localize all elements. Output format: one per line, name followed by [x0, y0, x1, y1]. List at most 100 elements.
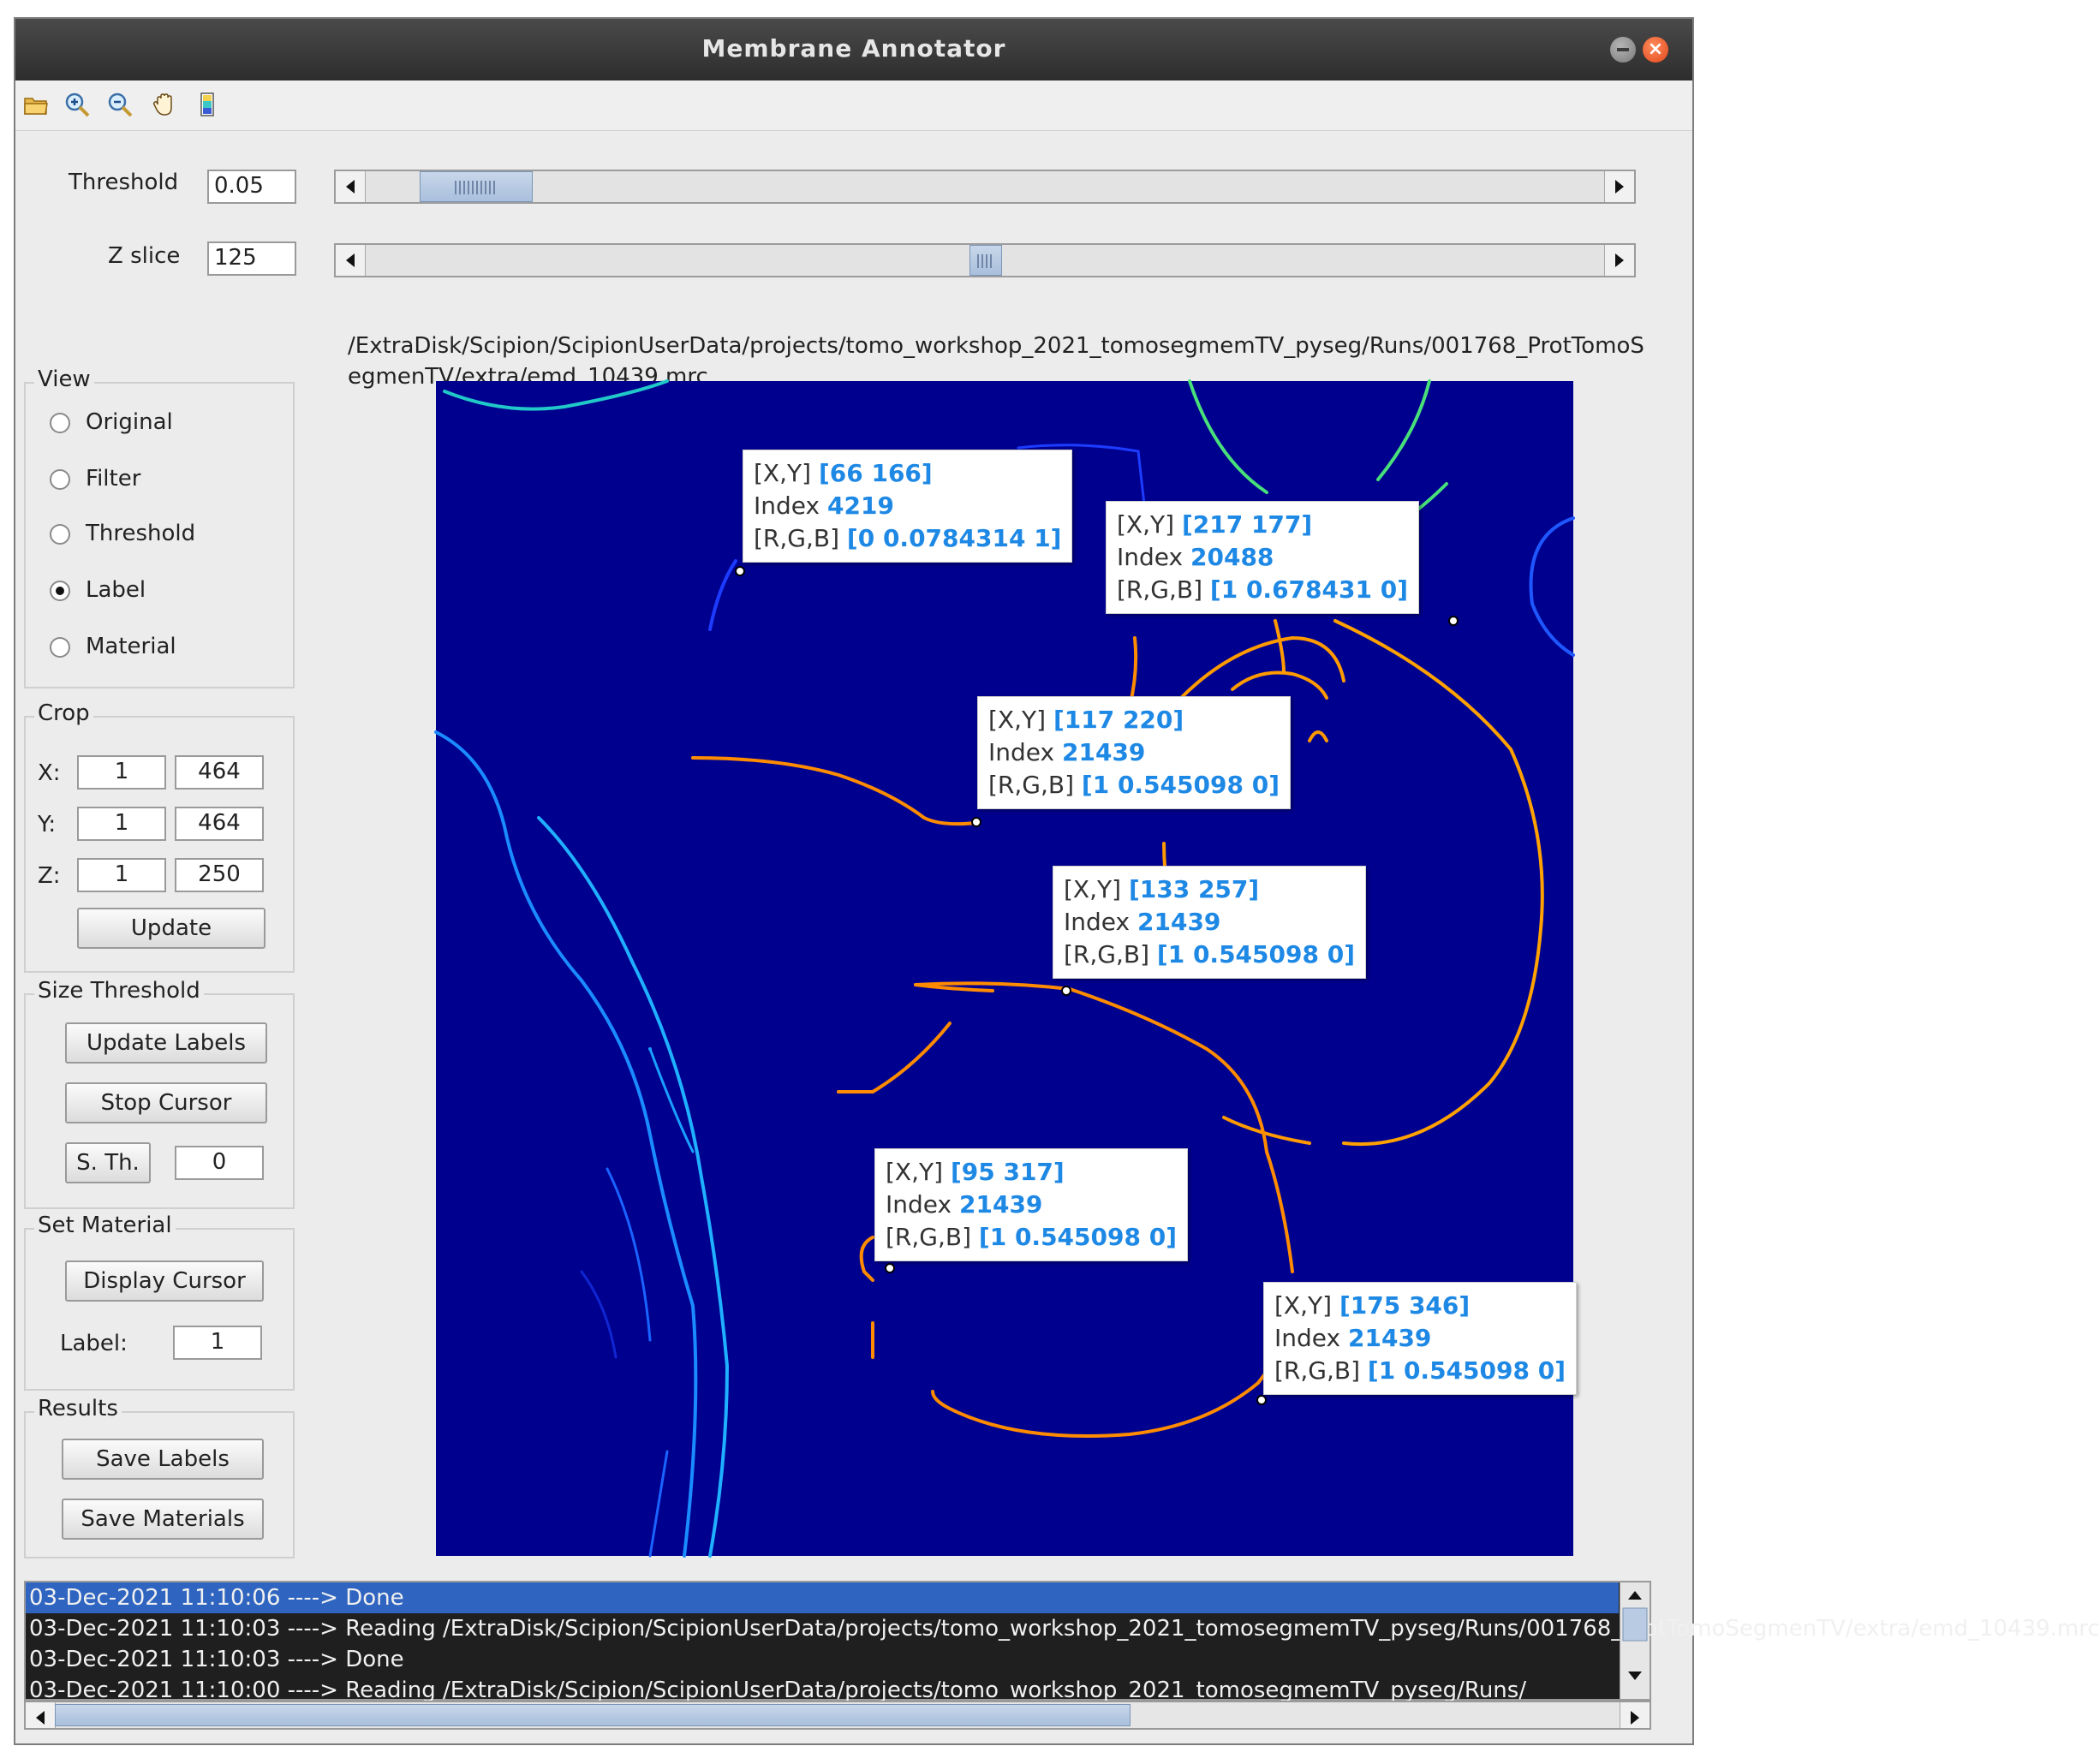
datatip-xy-value: [133 257] — [1128, 875, 1260, 903]
size-threshold-input[interactable]: 0 — [175, 1146, 264, 1180]
stop-cursor-button[interactable]: Stop Cursor — [65, 1082, 267, 1123]
log-line[interactable]: 03-Dec-2021 11:10:03 ----> Reading /Extr… — [29, 1616, 2100, 1642]
threshold-slider[interactable] — [334, 170, 1636, 204]
radio-filter-label[interactable]: Filter — [86, 466, 141, 492]
datatip-rgb-value: [1 0.678431 0] — [1209, 575, 1408, 604]
datatip-6[interactable]: [X,Y] [175 346] Index 21439 [R,G,B] [1 0… — [1263, 1282, 1577, 1395]
zoom-out-icon[interactable] — [106, 91, 134, 118]
datatip-2[interactable]: [X,Y] [217 177] Index 20488 [R,G,B] [1 0… — [1106, 501, 1419, 614]
datatip-3[interactable]: [X,Y] [117 220] Index 21439 [R,G,B] [1 0… — [977, 696, 1291, 809]
datatip-index-label: Index — [754, 492, 820, 520]
datatip-rgb-label: [R,G,B] — [1064, 940, 1150, 968]
datatip-rgb-value: [0 0.0784314 1] — [846, 524, 1062, 552]
display-cursor-button[interactable]: Display Cursor — [65, 1260, 264, 1302]
datatip-rgb-label: [R,G,B] — [754, 524, 840, 552]
radio-original[interactable] — [50, 413, 70, 433]
log-line[interactable]: 03-Dec-2021 11:10:06 ----> Done — [26, 1582, 1619, 1613]
zslice-input[interactable]: 125 — [207, 241, 296, 276]
log-horizontal-scroll-thumb[interactable] — [55, 1704, 1131, 1726]
datatip-rgb-label: [R,G,B] — [1274, 1356, 1361, 1385]
file-path-label: /ExtraDisk/Scipion/ScipionUserData/proje… — [348, 333, 1644, 390]
material-label-input[interactable]: 1 — [173, 1326, 262, 1360]
close-button[interactable]: × — [1643, 37, 1668, 63]
radio-threshold-label[interactable]: Threshold — [86, 521, 196, 546]
crop-group: Crop X: 1 464 Y: 1 464 Z: 1 250 Update — [24, 700, 295, 973]
datatip-rgb-label: [R,G,B] — [1117, 575, 1203, 604]
datatip-rgb-label: [R,G,B] — [988, 771, 1075, 799]
scroll-right-arrow-icon[interactable] — [1620, 1702, 1650, 1728]
threshold-label: Threshold — [69, 170, 179, 195]
datatip-xy-value: [117 220] — [1053, 706, 1184, 734]
datatip-xy-value: [66 166] — [818, 459, 933, 487]
close-icon: × — [1647, 39, 1664, 60]
datatip-xy-label: [X,Y] — [754, 459, 812, 487]
zoom-in-icon[interactable] — [63, 91, 91, 118]
crop-x-max-input[interactable]: 464 — [175, 755, 264, 790]
title-bar[interactable]: Membrane Annotator × — [15, 19, 1692, 80]
slider-right-arrow-icon[interactable] — [1604, 171, 1634, 202]
crop-y-min-input[interactable]: 1 — [77, 807, 166, 841]
log-horizontal-scrollbar[interactable] — [24, 1701, 1651, 1730]
datatip-rgb-label: [R,G,B] — [886, 1223, 972, 1251]
save-materials-button[interactable]: Save Materials — [62, 1499, 264, 1540]
crop-x-min-input[interactable]: 1 — [77, 755, 166, 790]
radio-material[interactable] — [50, 637, 70, 658]
datatip-index-value: 21439 — [1348, 1324, 1432, 1352]
datatip-index-value: 21439 — [1137, 908, 1221, 936]
datatip-index-label: Index — [988, 738, 1055, 766]
radio-filter[interactable] — [50, 469, 70, 490]
zslice-slider[interactable] — [334, 243, 1636, 277]
radio-material-label[interactable]: Material — [86, 634, 176, 659]
size-threshold-button[interactable]: S. Th. — [65, 1142, 151, 1183]
crop-update-button[interactable]: Update — [77, 908, 265, 949]
crop-z-max-input[interactable]: 250 — [175, 858, 264, 892]
view-group-title: View — [34, 366, 94, 392]
datatip-xy-label: [X,Y] — [1064, 875, 1122, 903]
crop-z-min-input[interactable]: 1 — [77, 858, 166, 892]
datatip-4[interactable]: [X,Y] [133 257] Index 21439 [R,G,B] [1 0… — [1053, 866, 1366, 979]
log-line[interactable]: 03-Dec-2021 11:10:00 ----> Reading /Extr… — [29, 1678, 1527, 1703]
results-group: Results Save Labels Save Materials — [24, 1396, 295, 1558]
open-folder-icon[interactable] — [22, 91, 50, 118]
main-window: Membrane Annotator × Thresh — [14, 17, 2100, 1745]
slider-left-arrow-icon[interactable] — [336, 171, 366, 202]
membrane-segmentation-image — [434, 379, 1575, 1558]
datatip-index-value: 21439 — [1062, 738, 1146, 766]
datatip-5[interactable]: [X,Y] [95 317] Index 21439 [R,G,B] [1 0.… — [874, 1148, 1188, 1261]
scroll-left-arrow-icon[interactable] — [26, 1702, 56, 1728]
datatip-xy-label: [X,Y] — [886, 1158, 944, 1186]
datatip-anchor-5 — [885, 1263, 895, 1273]
crop-y-max-input[interactable]: 464 — [175, 807, 264, 841]
datatip-1[interactable]: [X,Y] [66 166] Index 4219 [R,G,B] [0 0.0… — [743, 450, 1073, 563]
datatip-index-value: 4219 — [827, 492, 894, 520]
threshold-input[interactable]: 0.05 — [207, 170, 296, 204]
slider-left-arrow-icon[interactable] — [336, 245, 366, 276]
view-group: View Original Filter Threshold Label Mat… — [24, 366, 295, 688]
scroll-arrows-icon — [1622, 1591, 1648, 1680]
radio-label[interactable] — [50, 581, 70, 601]
label-image-view[interactable]: [X,Y] [66 166] Index 4219 [R,G,B] [0 0.0… — [434, 379, 1577, 1558]
radio-threshold[interactable] — [50, 524, 70, 545]
zslice-slider-thumb[interactable] — [969, 245, 1002, 276]
datatip-anchor-3 — [971, 817, 981, 827]
threshold-slider-thumb[interactable] — [420, 171, 533, 202]
set-material-group: Set Material Display Cursor Label: 1 — [24, 1213, 295, 1391]
size-threshold-group-title: Size Threshold — [34, 978, 204, 1004]
slider-right-arrow-icon[interactable] — [1604, 245, 1634, 276]
datatip-index-label: Index — [1064, 908, 1131, 936]
datatip-xy-value: [95 317] — [950, 1158, 1065, 1186]
datatip-index-label: Index — [1117, 543, 1184, 571]
datatip-index-label: Index — [886, 1190, 952, 1219]
minimize-button[interactable] — [1610, 37, 1636, 63]
log-line[interactable]: 03-Dec-2021 11:10:03 ----> Done — [29, 1647, 404, 1672]
pan-hand-icon[interactable] — [151, 91, 178, 118]
datatip-xy-label: [X,Y] — [1274, 1291, 1333, 1320]
radio-label-label[interactable]: Label — [86, 577, 146, 603]
update-labels-button[interactable]: Update Labels — [65, 1022, 267, 1064]
log-vertical-scrollbar[interactable] — [1620, 1582, 1650, 1699]
save-labels-button[interactable]: Save Labels — [62, 1439, 264, 1480]
material-label-text: Label: — [60, 1331, 128, 1356]
radio-original-label[interactable]: Original — [86, 409, 173, 435]
colorbar-icon[interactable] — [194, 91, 221, 118]
log-console[interactable]: 03-Dec-2021 11:10:06 ----> Done 03-Dec-2… — [24, 1581, 2100, 1703]
